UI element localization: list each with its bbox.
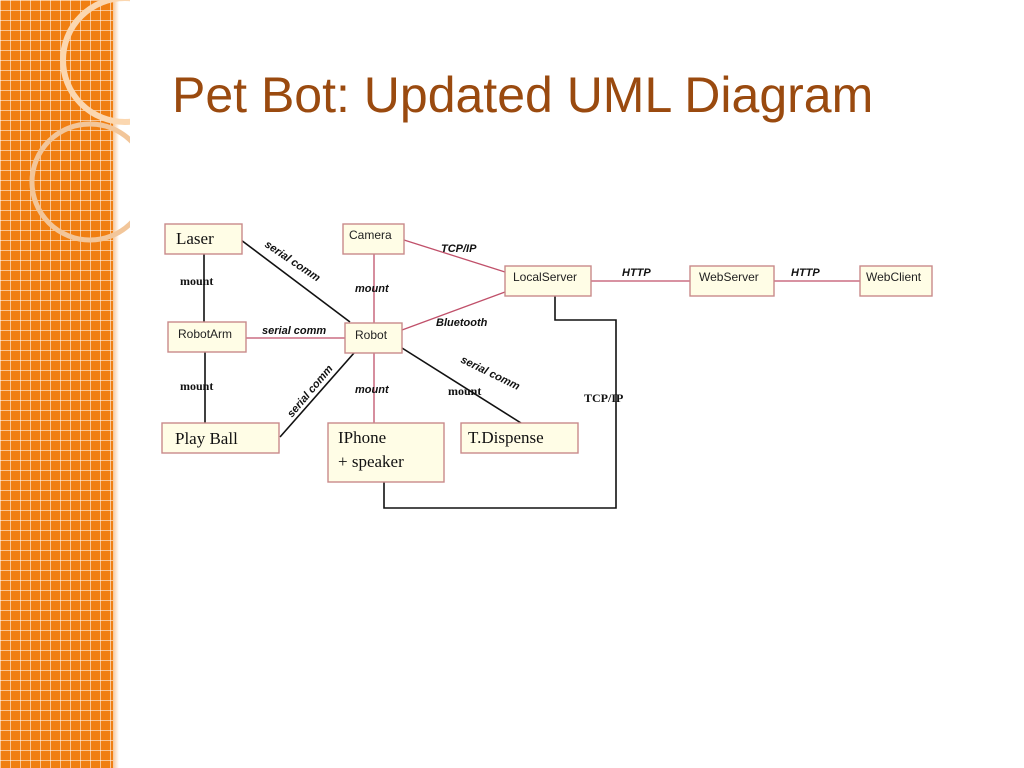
deco-circle-2: [29, 121, 130, 243]
node-iphone-label-line2: + speaker: [338, 452, 404, 471]
node-laser-label: Laser: [176, 229, 214, 248]
edge-iphone-localserver: [383, 296, 617, 509]
node-laser: Laser: [164, 223, 243, 255]
node-web-client-label: WebClient: [866, 270, 922, 284]
label-robotarm-robot: serial comm: [262, 325, 326, 337]
node-web-server-label: WebServer: [699, 270, 759, 284]
label-robot-tdispense-mount: mount: [448, 384, 481, 398]
label-iphone-localserver: TCP/IP: [584, 391, 623, 405]
node-local-server: LocalServer: [504, 265, 592, 297]
node-robot-arm: RobotArm: [167, 321, 247, 353]
node-play-ball: Play Ball: [161, 422, 280, 454]
edge-robot-playball: [279, 352, 355, 438]
decorative-circles: [29, 0, 130, 243]
deco-circle-1: [60, 0, 130, 125]
node-local-server-label: LocalServer: [513, 270, 577, 284]
node-robot-arm-label: RobotArm: [178, 327, 232, 341]
node-robot: Robot: [344, 322, 403, 354]
label-robot-localserver: Bluetooth: [436, 317, 488, 329]
node-t-dispense-label: T.Dispense: [468, 428, 544, 447]
label-robot-iphone: mount: [355, 384, 390, 396]
edge-camera-localserver: [403, 239, 506, 273]
label-webserver-webclient: HTTP: [791, 267, 820, 279]
node-robot-label: Robot: [355, 328, 388, 342]
slide-title: Pet Bot: Updated UML Diagram: [172, 67, 874, 123]
node-iphone-speaker: IPhone + speaker: [327, 422, 445, 483]
edge-robot-tdispense: [401, 347, 522, 424]
label-robot-playball: serial comm: [285, 363, 336, 420]
node-camera-label: Camera: [349, 228, 392, 242]
edge-robot-localserver: [401, 291, 506, 331]
band-edge-fade: [113, 0, 119, 768]
label-localserver-webserver: HTTP: [622, 267, 651, 279]
decorative-side-band: [0, 0, 113, 768]
label-robotarm-playball: mount: [180, 379, 213, 393]
node-t-dispense: T.Dispense: [460, 422, 579, 454]
label-camera-localserver: TCP/IP: [441, 243, 477, 255]
node-camera: Camera: [342, 223, 405, 255]
label-camera-robot: mount: [355, 283, 390, 295]
node-web-server: WebServer: [689, 265, 775, 297]
label-laser-robotarm: mount: [180, 274, 213, 288]
node-web-client: WebClient: [859, 265, 933, 297]
edge-laser-robot: [240, 239, 351, 323]
node-play-ball-label: Play Ball: [175, 429, 238, 448]
label-laser-robot: serial comm: [262, 239, 322, 285]
node-iphone-label-line1: IPhone: [338, 428, 386, 447]
